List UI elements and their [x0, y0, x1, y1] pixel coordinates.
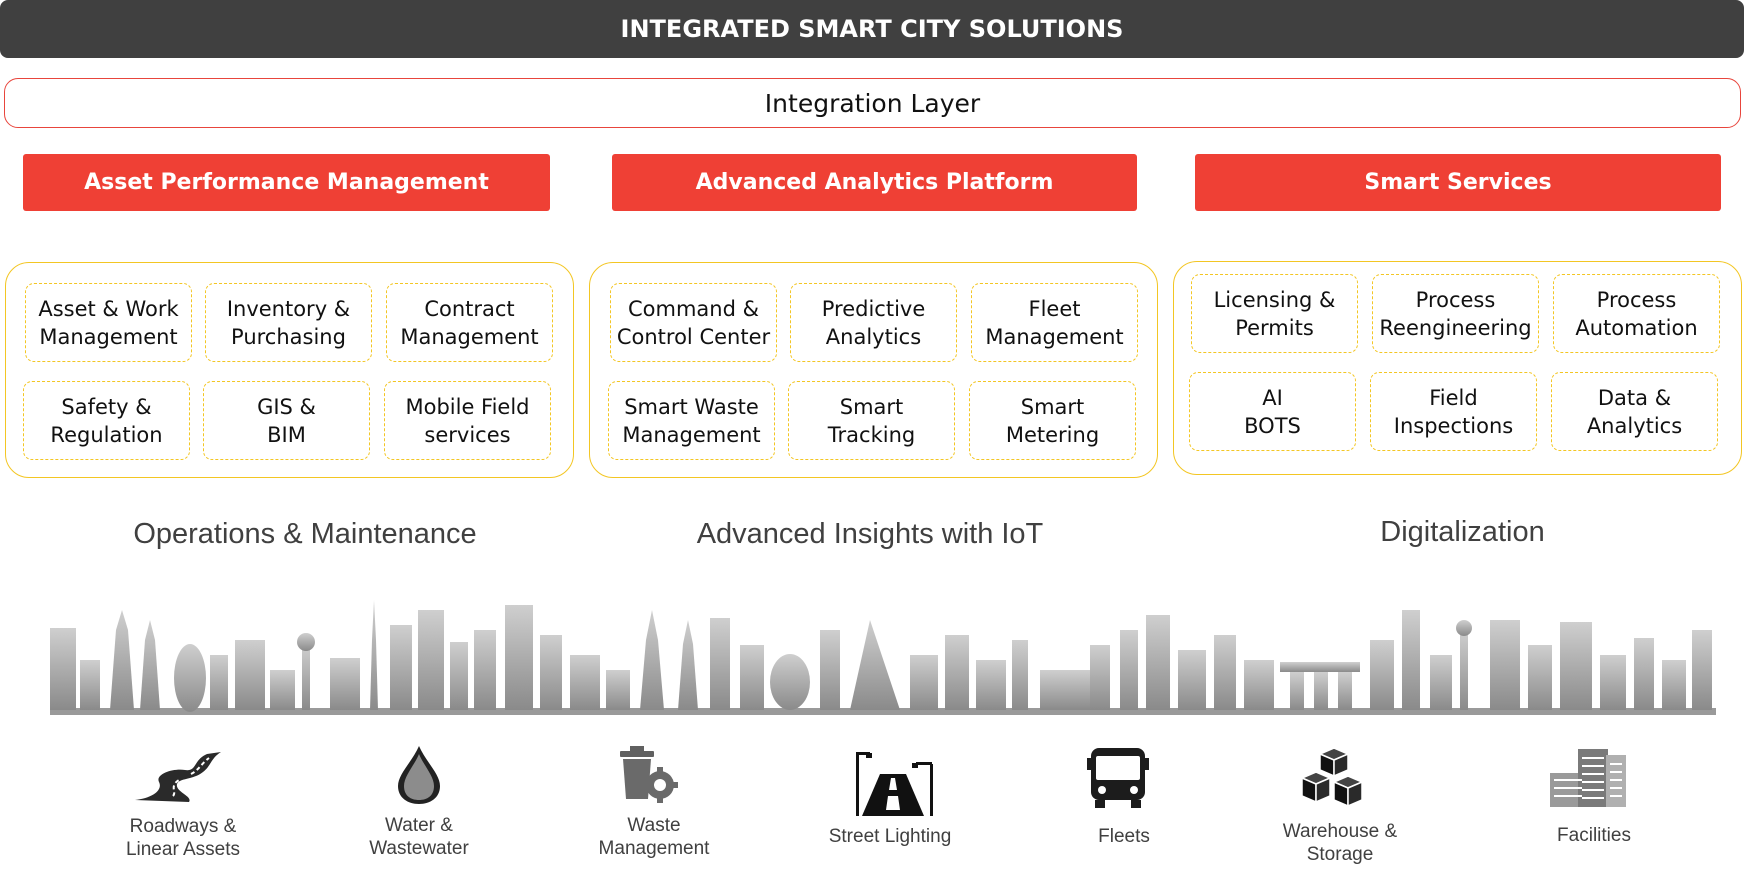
capability-cell: Licensing & Permits: [1191, 274, 1358, 353]
city-skyline-image: [50, 600, 1716, 715]
capability-cell: Contract Management: [386, 283, 553, 362]
pillar-caption: Operations & Maintenance: [133, 518, 477, 550]
capability-cell: Fleet Management: [971, 283, 1138, 362]
capability-cell: Data & Analytics: [1551, 372, 1718, 451]
asset-label-warehouse: Warehouse & Storage: [1282, 821, 1398, 865]
waste-bin-gear-icon: [620, 746, 678, 803]
pillar-title: Advanced Analytics Platform: [695, 170, 1054, 195]
title-banner: INTEGRATED SMART CITY SOLUTIONS: [0, 0, 1744, 58]
capability-cell: Inventory & Purchasing: [205, 283, 372, 362]
asset-label-water: Water & Wastewater: [369, 815, 469, 859]
pillar-group-advanced-analytics: Command & Control Center Predictive Anal…: [589, 262, 1158, 478]
pillar-caption: Digitalization: [1380, 516, 1545, 548]
street-light-icon: [856, 752, 933, 816]
capability-cell: Predictive Analytics: [790, 283, 957, 362]
capability-cell: Command & Control Center: [610, 283, 777, 362]
capability-cell: Smart Metering: [969, 381, 1136, 460]
road-icon: [135, 752, 221, 802]
pillar-head-smart-services: Smart Services: [1195, 154, 1721, 211]
pillar-caption: Advanced Insights with IoT: [696, 518, 1044, 550]
boxes-icon: [1300, 748, 1364, 808]
capability-cell: Field Inspections: [1370, 372, 1537, 451]
pillar-head-advanced-analytics: Advanced Analytics Platform: [612, 154, 1137, 211]
capability-cell: GIS & BIM: [203, 381, 370, 460]
asset-label-street-lighting: Street Lighting: [828, 826, 952, 847]
capability-cell: Mobile Field services: [384, 381, 551, 460]
integration-layer-bar: Integration Layer: [4, 78, 1741, 128]
capability-cell: Smart Waste Management: [608, 381, 775, 460]
pillar-group-smart-services: Licensing & Permits Process Reengineerin…: [1173, 261, 1742, 475]
pillar-title: Asset Performance Management: [84, 170, 489, 195]
asset-label-fleets: Fleets: [1098, 826, 1150, 847]
capability-cell: Process Reengineering: [1372, 274, 1539, 353]
pillar-group-asset-performance: Asset & Work Management Inventory & Purc…: [5, 262, 574, 478]
page-title: INTEGRATED SMART CITY SOLUTIONS: [620, 15, 1124, 43]
asset-label-facilities: Facilities: [1557, 825, 1631, 846]
integration-layer-label: Integration Layer: [764, 88, 981, 118]
capability-cell: AI BOTS: [1189, 372, 1356, 451]
capability-cell: Process Automation: [1553, 274, 1720, 353]
capability-cell: Smart Tracking: [788, 381, 955, 460]
pillar-head-asset-performance: Asset Performance Management: [23, 154, 550, 211]
water-drop-icon: [398, 746, 440, 804]
pillar-title: Smart Services: [1364, 170, 1552, 195]
bus-icon: [1087, 748, 1149, 808]
capability-cell: Asset & Work Management: [25, 283, 192, 362]
buildings-icon: [1550, 749, 1626, 807]
capability-cell: Safety & Regulation: [23, 381, 190, 460]
asset-label-waste: Waste Management: [598, 815, 710, 859]
asset-label-roadways: Roadways & Linear Assets: [125, 816, 241, 860]
